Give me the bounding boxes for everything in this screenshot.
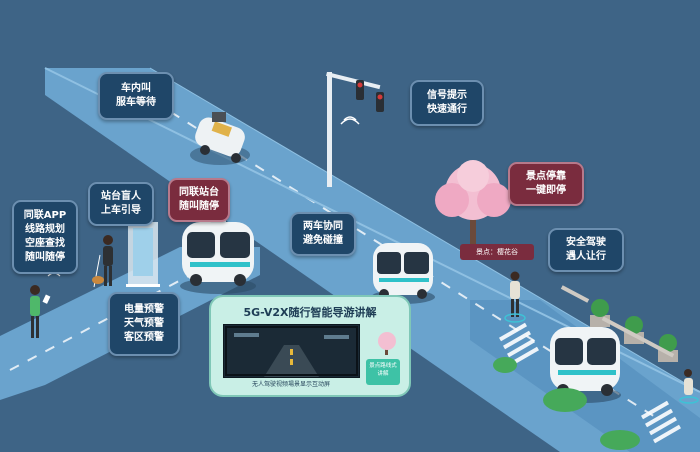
callout-alerts: 电量预警 天气预警 客区预警 bbox=[108, 292, 180, 356]
traffic-light bbox=[326, 71, 384, 187]
pedestrian-crossing bbox=[504, 271, 526, 323]
pedestrian-corner bbox=[679, 369, 699, 404]
callout-coop: 两车协同 避免碰撞 bbox=[290, 212, 356, 256]
autonomous-bus-3 bbox=[549, 327, 621, 403]
cherry-blossom-tree bbox=[435, 160, 511, 248]
callout-text: 安全驾驶 bbox=[566, 237, 606, 248]
planter-trees bbox=[493, 285, 678, 450]
callout-text: 同联APP bbox=[23, 210, 67, 221]
video-screen bbox=[223, 324, 360, 378]
callout-text: 避免碰撞 bbox=[303, 235, 343, 246]
callout-text: 客区预警 bbox=[124, 332, 164, 343]
scenic-spot-label: 景点：樱花谷 bbox=[460, 244, 534, 260]
callout-signal: 信号提示 快速通行 bbox=[410, 80, 484, 126]
guide-panel: 5G-V2X随行智能导游讲解 无人驾驶视频場景显示互动屏 景点路线式 讲解 bbox=[209, 295, 411, 397]
route-guide-badge: 景点路线式 讲解 bbox=[366, 359, 400, 385]
panel-title: 5G-V2X随行智能导游讲解 bbox=[243, 306, 377, 319]
crosswalk-1 bbox=[499, 322, 539, 366]
callout-text: 信号提示 bbox=[427, 90, 467, 101]
callout-scenic-stop: 景点停靠 一键即停 bbox=[508, 162, 584, 206]
callout-text: 同联站台 bbox=[179, 187, 219, 198]
callout-text: 一键即停 bbox=[526, 185, 566, 196]
callout-text: 随叫随停 bbox=[179, 201, 219, 212]
callout-text: 天气预警 bbox=[124, 318, 164, 329]
callout-safety: 安全驾驶 遇人让行 bbox=[548, 228, 624, 272]
cherry-blossom-icon bbox=[378, 332, 396, 355]
panel-caption: 无人驾驶视频場景显示互动屏 bbox=[251, 381, 330, 388]
callout-text: 两车协同 bbox=[303, 221, 343, 232]
pedestrian-blind bbox=[92, 235, 113, 288]
callout-car-call: 车内叫 服车等待 bbox=[98, 72, 174, 120]
callout-station-guide: 站台盲人 上车引导 bbox=[88, 182, 154, 226]
autonomous-bus-1 bbox=[180, 215, 256, 294]
callout-text: 遇人让行 bbox=[566, 251, 606, 262]
callout-text: 快速通行 bbox=[427, 104, 467, 115]
callout-text: 上车引导 bbox=[101, 205, 141, 216]
callout-app: 同联APP 线路规划 空座查找 随叫随停 bbox=[12, 200, 78, 274]
callout-station-call: 同联站台 随叫随停 bbox=[168, 178, 230, 222]
pedestrian-phone bbox=[30, 285, 51, 338]
callout-text: 站台盲人 bbox=[101, 191, 141, 202]
callout-text: 线路规划 bbox=[25, 224, 65, 235]
autonomous-bus-2 bbox=[371, 243, 435, 304]
callout-text: 电量预警 bbox=[124, 304, 164, 315]
delivery-vehicle bbox=[190, 112, 250, 165]
crosswalk-2 bbox=[641, 400, 681, 444]
bus-station bbox=[126, 222, 160, 287]
callout-text: 随叫随停 bbox=[25, 252, 65, 263]
callout-text: 车内叫 bbox=[121, 83, 151, 94]
callout-text: 空座查找 bbox=[25, 238, 65, 249]
callout-text: 服车等待 bbox=[116, 97, 156, 108]
callout-text: 景点停靠 bbox=[526, 171, 566, 182]
